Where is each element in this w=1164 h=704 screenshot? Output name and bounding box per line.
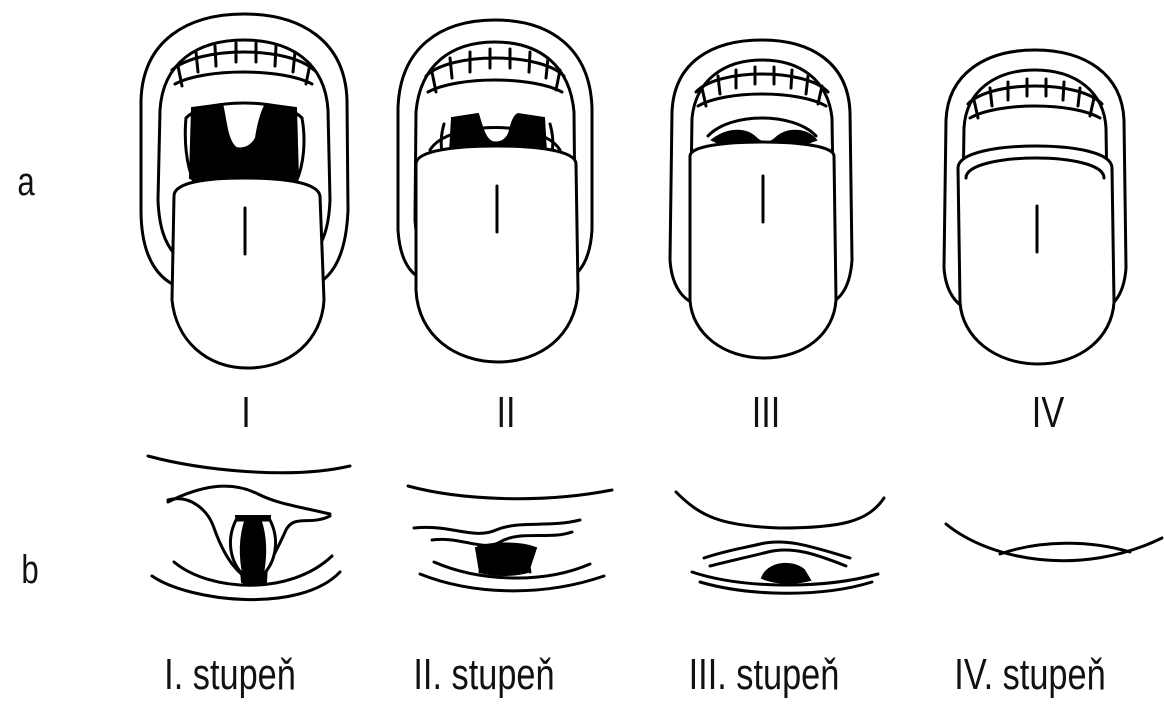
mouth-class-i	[141, 14, 348, 368]
mouth-class-iv	[944, 50, 1126, 364]
row-label-b: b	[14, 548, 45, 593]
mouth-class-ii	[398, 20, 592, 362]
tongue	[958, 146, 1114, 364]
mallampati-label-iii: III	[719, 388, 813, 438]
laryngeal-view-grade-iii	[676, 492, 884, 593]
grade-label-iv: IV. stupeň	[929, 650, 1132, 700]
epiglottis-tip-dark	[762, 564, 810, 583]
grade-label-i: I. stupeň	[129, 650, 332, 700]
tongue	[172, 178, 324, 368]
tongue	[690, 142, 836, 358]
fold-2	[710, 550, 846, 566]
mouth-class-iii	[670, 40, 852, 358]
tongue	[416, 146, 578, 362]
laryngeal-view-grade-iv	[946, 524, 1162, 561]
epiglottis-curve	[676, 492, 884, 528]
tongue-base-line	[1000, 543, 1130, 554]
epiglottis-line	[148, 456, 350, 473]
upper-fold	[414, 520, 580, 533]
upper-fold	[168, 486, 330, 514]
mallampati-label-ii: II	[459, 388, 553, 438]
mallampati-label-iv: IV	[1001, 388, 1095, 438]
epiglottis-line	[408, 486, 612, 499]
grade-label-iii: III. stupeň	[663, 650, 866, 700]
laryngeal-view-grade-i	[148, 456, 350, 600]
row-label-a: a	[10, 160, 41, 205]
mallampati-label-i: I	[199, 388, 293, 438]
laryngeal-view-grade-ii	[408, 486, 612, 591]
grade-label-ii: II. stupeň	[383, 650, 586, 700]
